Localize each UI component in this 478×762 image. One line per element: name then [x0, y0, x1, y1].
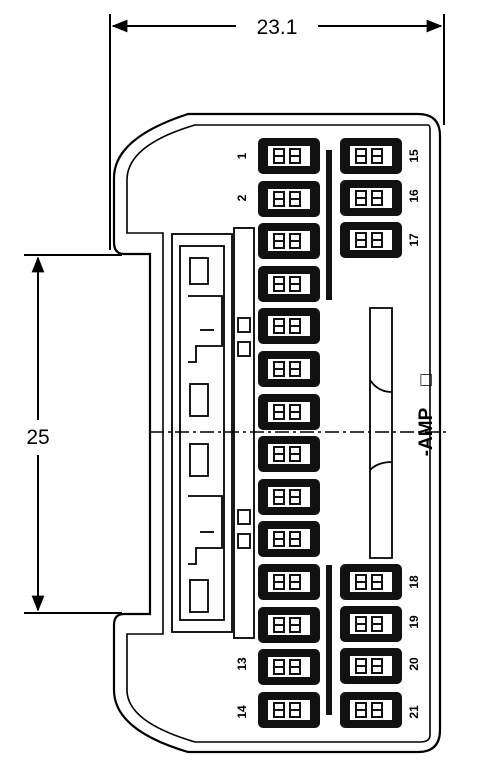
height-dimension-label: 25 — [26, 426, 49, 449]
terminal-cavity-left-12 — [258, 607, 320, 643]
pin-label-20: 20 — [407, 657, 421, 671]
brand-mark: □ — [416, 374, 437, 386]
pin-label-2: 2 — [235, 194, 249, 201]
pin-label-17: 17 — [407, 233, 421, 247]
latch-window-3 — [189, 443, 209, 477]
terminal-cavity-right-upper-3 — [340, 222, 402, 258]
pin-label-1: 1 — [235, 152, 249, 159]
height-dimension — [24, 254, 122, 614]
terminal-cavity-left-8 — [258, 436, 320, 472]
terminal-cavity-right-upper-2 — [340, 180, 402, 216]
terminal-cavity-right-upper-1 — [340, 138, 402, 174]
terminal-cavity-right-lower-3 — [340, 648, 402, 684]
pin-label-13: 13 — [235, 657, 249, 671]
terminal-cavity-right-lower-2 — [340, 606, 402, 642]
terminal-cavity-left-9 — [258, 479, 320, 515]
housing-outline — [112, 112, 442, 754]
width-dimension-label: 23.1 — [257, 16, 298, 39]
latch-arm-lower — [188, 495, 223, 565]
latch-window-4 — [189, 579, 209, 613]
terminal-cavity-left-13 — [258, 649, 320, 685]
terminal-cavity-left-14 — [258, 692, 320, 728]
pin-label-14: 14 — [235, 705, 249, 719]
terminal-cavity-left-1 — [258, 138, 320, 174]
terminal-cavity-left-5 — [258, 308, 320, 344]
terminal-cavities — [258, 138, 402, 728]
latch-window-2 — [189, 383, 209, 417]
latch-window-1 — [189, 257, 209, 285]
latch-block — [171, 233, 233, 633]
pin-label-19: 19 — [407, 615, 421, 629]
separator-bars — [326, 150, 332, 715]
terminal-cavity-left-6 — [258, 351, 320, 387]
terminal-cavity-left-10 — [258, 521, 320, 557]
brand-label: -AMP — [416, 407, 437, 456]
terminal-cavity-left-4 — [258, 266, 320, 302]
housing-inner-outline — [126, 124, 431, 743]
terminal-cavity-left-3 — [258, 223, 320, 259]
pin-label-18: 18 — [407, 575, 421, 589]
pin-label-15: 15 — [407, 149, 421, 163]
terminal-cavity-left-2 — [258, 181, 320, 217]
lock-strip — [233, 227, 255, 639]
terminal-cavity-left-7 — [258, 394, 320, 430]
latch-slot — [369, 307, 393, 559]
pin-label-16: 16 — [407, 189, 421, 203]
pin-label-21: 21 — [407, 705, 421, 719]
terminal-cavity-right-lower-1 — [340, 564, 402, 600]
latch-arm-upper — [188, 295, 223, 363]
width-dimension — [109, 14, 445, 250]
terminal-cavity-right-lower-4 — [340, 692, 402, 728]
terminal-cavity-left-11 — [258, 564, 320, 600]
